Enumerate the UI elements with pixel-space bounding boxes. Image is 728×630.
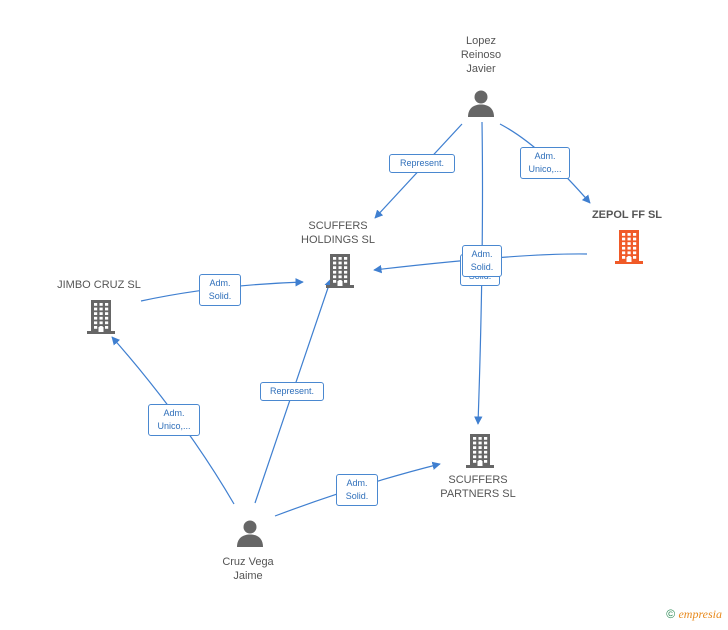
edge-label-cruz-to-scuffers_holdings[interactable]: Represent. bbox=[260, 381, 324, 401]
edge-label-lopez-to-scuffers_holdings[interactable]: Represent. bbox=[389, 153, 455, 173]
building-icon[interactable] bbox=[463, 432, 497, 473]
building-icon[interactable] bbox=[84, 298, 118, 339]
edge-label-lopez-to-zepol[interactable]: Adm. Unico,... bbox=[520, 147, 570, 179]
node-label-jimbo[interactable]: JIMBO CRUZ SL bbox=[57, 279, 141, 291]
node-label-cruz[interactable]: Cruz Vega Jaime bbox=[222, 556, 274, 582]
node-label-lopez[interactable]: Lopez Reinoso Javier bbox=[460, 35, 502, 75]
node-label-scuffers_partners[interactable]: SCUFFERS PARTNERS SL bbox=[440, 474, 516, 500]
brand-logo-text: empresia bbox=[678, 607, 722, 621]
copyright-symbol: © bbox=[666, 607, 676, 621]
node-label-scuffers_holdings[interactable]: SCUFFERS HOLDINGS SL bbox=[301, 220, 375, 246]
node-label-zepol[interactable]: ZEPOL FF SL bbox=[591, 209, 663, 221]
edge-label-jimbo-to-scuffers_holdings[interactable]: Adm. Solid. bbox=[199, 274, 241, 306]
watermark: © empresia bbox=[666, 607, 722, 622]
edge-label-cruz-to-jimbo[interactable]: Adm. Unico,... bbox=[148, 404, 200, 436]
edge-label-cruz-to-scuffers_partners[interactable]: Adm. Solid. bbox=[336, 474, 378, 506]
building-icon-highlight[interactable] bbox=[612, 228, 646, 269]
person-icon[interactable] bbox=[235, 518, 265, 553]
building-icon[interactable] bbox=[323, 252, 357, 293]
person-icon[interactable] bbox=[466, 88, 496, 123]
edge-label-zepol-to-scuffers_holdings[interactable]: Adm. Solid. bbox=[462, 245, 502, 277]
